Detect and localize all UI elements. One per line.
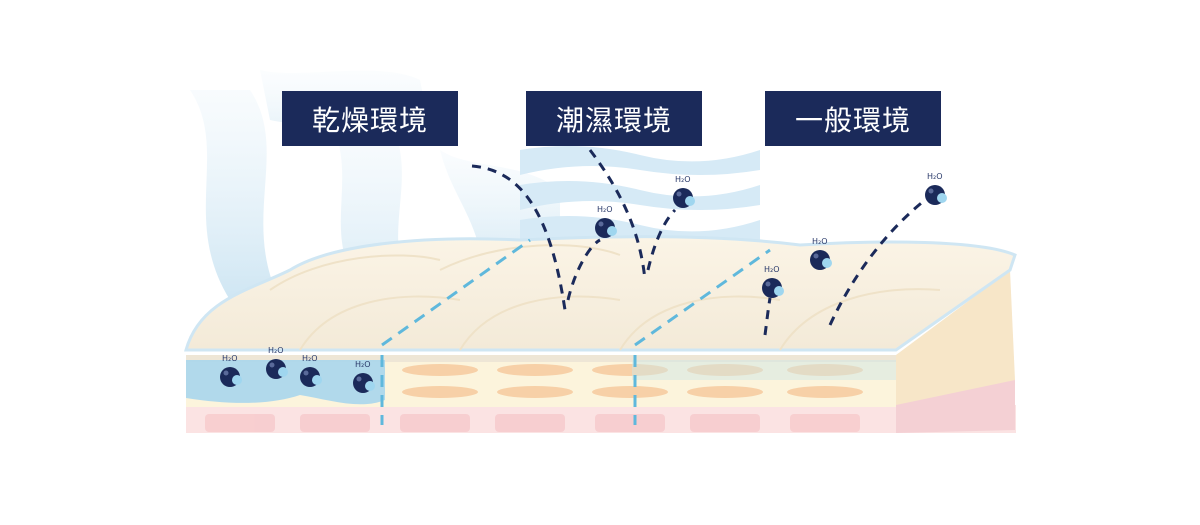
h2o-label: H₂O xyxy=(268,346,284,355)
humid-environment-label: 潮濕環境 xyxy=(526,91,702,146)
h2o-molecule: H₂O xyxy=(220,354,242,387)
h2o-label: H₂O xyxy=(675,175,691,184)
h2o-label: H₂O xyxy=(764,265,780,274)
h2o-molecule: H₂O xyxy=(810,237,832,270)
moisture-paths xyxy=(471,149,926,336)
h2o-label: H₂O xyxy=(355,360,371,369)
dry-environment-label: 乾燥環境 xyxy=(282,91,458,146)
h2o-molecule: H₂O xyxy=(673,175,695,208)
h2o-label: H₂O xyxy=(927,172,943,181)
h2o-label: H₂O xyxy=(302,354,318,363)
water-molecules: H₂O H₂O H₂O H₂O H₂O H₂O H₂O H₂O H₂O xyxy=(220,172,947,393)
barrier-lines xyxy=(380,238,771,425)
h2o-label: H₂O xyxy=(597,205,613,214)
h2o-label: H₂O xyxy=(222,354,238,363)
skin-layers xyxy=(184,235,1017,433)
h2o-molecule: H₂O xyxy=(266,346,288,379)
normal-environment-label: 一般環境 xyxy=(765,91,941,146)
h2o-label: H₂O xyxy=(812,237,828,246)
h2o-molecule: H₂O xyxy=(353,360,375,393)
h2o-molecule: H₂O xyxy=(300,354,322,387)
h2o-molecule: H₂O xyxy=(762,265,784,298)
h2o-molecule: H₂O xyxy=(595,205,617,238)
humid-air-waves xyxy=(520,146,760,245)
h2o-molecule: H₂O xyxy=(925,172,947,205)
